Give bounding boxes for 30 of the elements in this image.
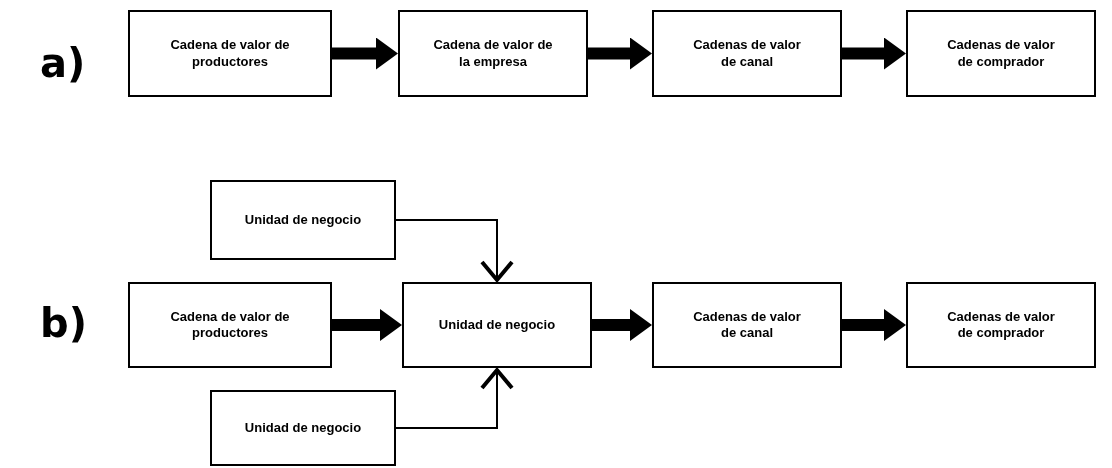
process-box <box>906 10 1096 97</box>
arrow <box>395 219 514 282</box>
box-label: Unidad de negocio <box>437 316 557 334</box>
box-label: Cadena de valor de productores <box>169 308 291 342</box>
process-box <box>402 282 592 368</box>
block-arrow <box>592 309 652 341</box>
process-box <box>210 390 396 466</box>
block-arrow <box>588 37 652 70</box>
box-label: Cadenas de valor de comprador <box>946 308 1056 342</box>
process-box <box>210 180 396 260</box>
box-label: Cadena de valor de la empresa <box>432 37 554 70</box>
panel-label: a) <box>40 40 86 86</box>
arrow <box>395 368 514 429</box>
box-label: Unidad de negocio <box>243 211 363 229</box>
box-label: Cadenas de valor de canal <box>692 308 802 342</box>
process-box <box>128 10 332 97</box>
panel-label: b) <box>40 300 87 346</box>
process-box <box>652 10 842 97</box>
process-box <box>652 282 842 368</box>
process-box <box>398 10 588 97</box>
block-arrow <box>332 37 398 70</box>
box-label: Cadenas de valor de canal <box>692 37 802 70</box>
box-label: Cadena de valor de productores <box>169 37 291 70</box>
process-box <box>906 282 1096 368</box>
block-arrow <box>332 309 402 341</box>
block-arrow <box>842 37 906 70</box>
process-box <box>128 282 332 368</box>
box-label: Cadenas de valor de comprador <box>946 37 1056 70</box>
block-arrow <box>842 309 906 341</box>
box-label: Unidad de negocio <box>243 419 363 437</box>
